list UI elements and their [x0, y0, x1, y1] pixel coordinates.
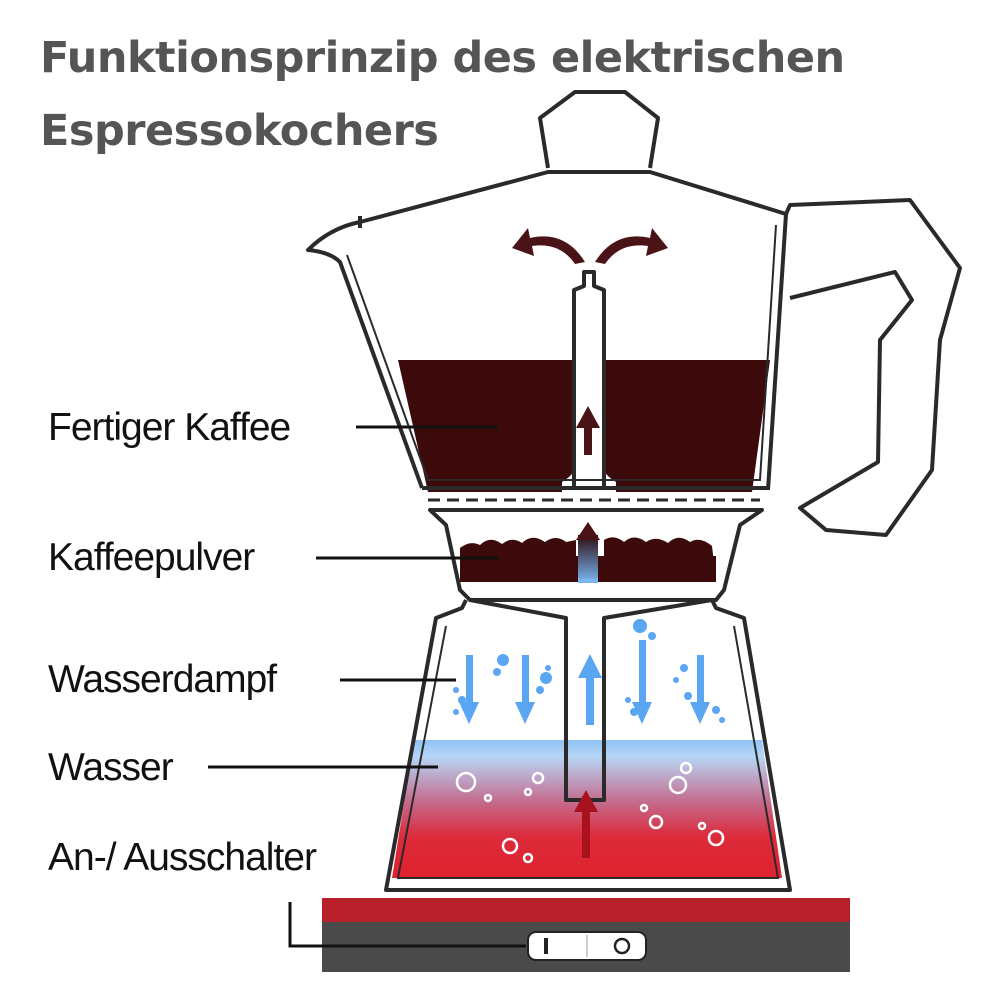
label-switch: An-/ Ausschalter	[48, 836, 317, 879]
coffee-outflow-arrows	[512, 228, 668, 264]
rising-water-arrow	[574, 790, 598, 858]
rising-coffee-arrow	[576, 406, 600, 455]
riser-column	[572, 270, 606, 488]
label-coffee-grounds: Kaffeepulver	[48, 536, 255, 579]
water-bubbles	[455, 761, 725, 864]
leader-switch	[288, 902, 526, 948]
label-finished-coffee: Fertiger Kaffee	[48, 406, 290, 449]
coffee-grounds-basket	[428, 508, 764, 602]
title-line-2: Espressokochers	[40, 106, 438, 156]
upper-chamber	[306, 90, 962, 537]
switch-on-mark-icon	[544, 938, 548, 954]
label-water: Wasser	[48, 746, 174, 789]
on-off-switch[interactable]	[527, 931, 647, 961]
switch-off-mark-icon	[613, 937, 631, 955]
label-steam: Wasserdampf	[48, 658, 277, 701]
steam-arrows	[453, 619, 725, 725]
title-line-1: Funktionsprinzip des elektrischen	[40, 33, 845, 83]
finished-coffee-fill	[398, 360, 770, 492]
